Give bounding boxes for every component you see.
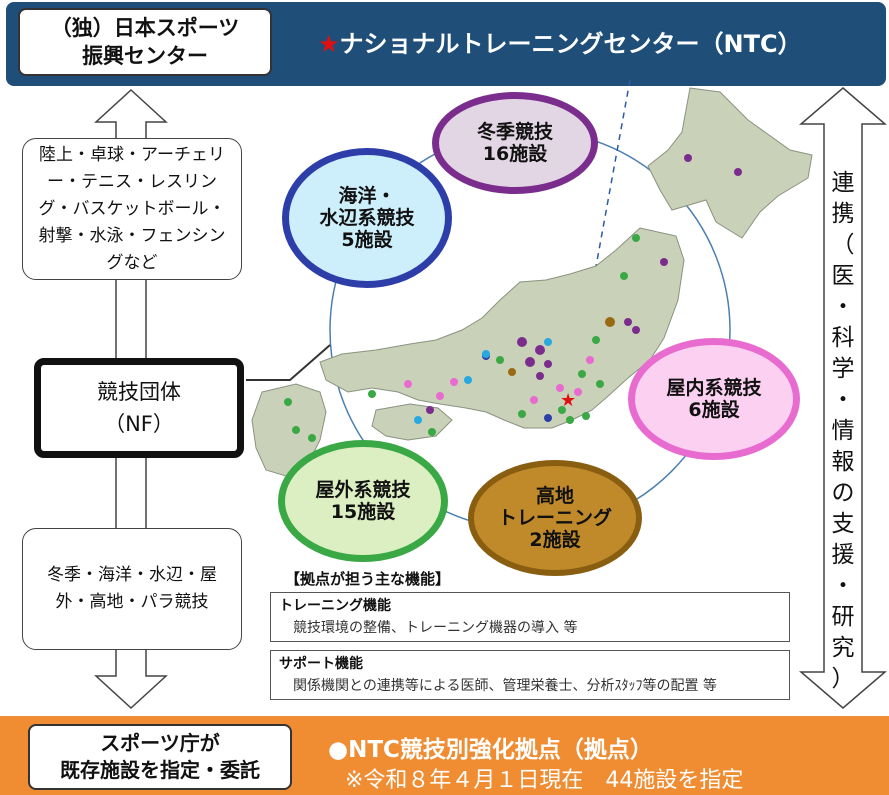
right-label-char: 援 — [831, 542, 855, 568]
winter-list-box: 冬季・海洋・水辺・屋外・高地・パラ競技 — [22, 528, 242, 650]
oval-marine-line3: 5施設 — [341, 229, 393, 251]
ntc-map-star-icon: ★ — [560, 390, 576, 411]
functions-title: 【拠点が担う主な機能】 — [285, 570, 451, 588]
oval-winter: 冬季競技 16施設 — [432, 92, 598, 194]
ntc-title: ★ナショナルトレーニングセンター（NTC） — [318, 24, 802, 59]
support-function-body: 関係機関との連携等による医師、管理栄養士、分析ｽﾀｯﾌ等の配置 等 — [293, 678, 717, 694]
right-label-char: 学 — [831, 356, 855, 382]
training-function-body: 競技環境の整備、トレーニング機器の導入 等 — [293, 620, 578, 636]
right-label-char: 科 — [831, 325, 855, 351]
oval-altitude-line3: 2施設 — [529, 529, 581, 551]
base-note: ※令和８年４月１日現在 44施設を指定 — [345, 768, 744, 793]
oval-marine: 海洋・ 水辺系競技 5施設 — [282, 148, 452, 288]
training-function-box: トレーニング機能 競技環境の整備、トレーニング機器の導入 等 — [270, 592, 790, 642]
sports-list-box: 陸上・卓球・アーチェリー・テニス・レスリング・バスケットボール・射撃・水泳・フェ… — [22, 138, 242, 280]
right-label-char: 支 — [831, 511, 855, 537]
oval-indoor: 屋内系競技 6施設 — [628, 338, 800, 460]
support-function-box: サポート機能 関係機関との連携等による医師、管理栄養士、分析ｽﾀｯﾌ等の配置 等 — [270, 650, 790, 700]
training-function-head: トレーニング機能 — [279, 598, 391, 614]
star-icon: ★ — [318, 30, 340, 58]
sports-agency-line1: スポーツ庁が — [100, 731, 220, 755]
right-double-arrow — [798, 87, 888, 709]
oval-outdoor-line2: 15施設 — [330, 501, 396, 523]
base-title: ●NTC競技別強化拠点（拠点） — [328, 737, 653, 763]
oval-winter-line1: 冬季競技 — [476, 121, 553, 143]
hokkaido-shape — [647, 87, 813, 239]
jsc-line1: （独）日本スポーツ — [50, 16, 240, 40]
sports-agency-line2: 既存施設を指定・委託 — [60, 758, 260, 782]
right-vertical-label: 連 携 （ 医 ・ 科 学 ・ 情 報 の 支 援 ・ 研 究 ） — [828, 168, 858, 695]
jsc-box: （独）日本スポーツ 振興センター — [18, 8, 272, 76]
right-label-char: ・ — [831, 387, 855, 413]
right-label-char: 医 — [831, 263, 855, 289]
support-function-head: サポート機能 — [279, 656, 363, 672]
shikoku-shape — [371, 403, 453, 441]
oval-indoor-line2: 6施設 — [688, 399, 740, 421]
nf-line2: （NF） — [104, 412, 174, 436]
right-label-char: 研 — [831, 604, 855, 630]
right-label-char: （ — [831, 232, 855, 258]
nf-line1: 競技団体 — [97, 380, 181, 404]
oval-altitude-line1: 高地 — [535, 485, 574, 507]
oval-winter-line2: 16施設 — [482, 143, 548, 165]
right-label-char: ・ — [831, 573, 855, 599]
facility-dots — [284, 154, 742, 442]
right-label-char: 携 — [831, 201, 855, 227]
nf-connector-line — [246, 344, 331, 381]
right-label-char: 連 — [831, 170, 855, 196]
right-label-char: 情 — [831, 418, 855, 444]
nf-box: 競技団体 （NF） — [34, 358, 244, 458]
ntc-title-text: ナショナルトレーニングセンター（NTC） — [339, 30, 802, 58]
sports-list-text: 陸上・卓球・アーチェリー・テニス・レスリング・バスケットボール・射撃・水泳・フェ… — [38, 144, 226, 273]
right-label-char: の — [831, 480, 855, 506]
right-label-char: ・ — [831, 294, 855, 320]
oval-outdoor-line1: 屋外系競技 — [315, 479, 411, 501]
right-label-char: ） — [831, 666, 855, 692]
winter-list-text: 冬季・海洋・水辺・屋外・高地・パラ競技 — [47, 565, 217, 612]
oval-outdoor: 屋外系競技 15施設 — [278, 440, 448, 562]
right-label-char: 報 — [831, 449, 855, 475]
sports-agency-box: スポーツ庁が 既存施設を指定・委託 — [28, 724, 292, 790]
right-label-char: 究 — [831, 635, 855, 661]
jsc-line2: 振興センター — [82, 44, 208, 68]
oval-indoor-line1: 屋内系競技 — [666, 377, 762, 399]
oval-marine-line1: 海洋・ — [338, 185, 396, 207]
oval-altitude-line2: トレーニング — [497, 507, 612, 529]
oval-altitude: 高地 トレーニング 2施設 — [468, 460, 642, 576]
oval-marine-line2: 水辺系競技 — [319, 207, 415, 229]
